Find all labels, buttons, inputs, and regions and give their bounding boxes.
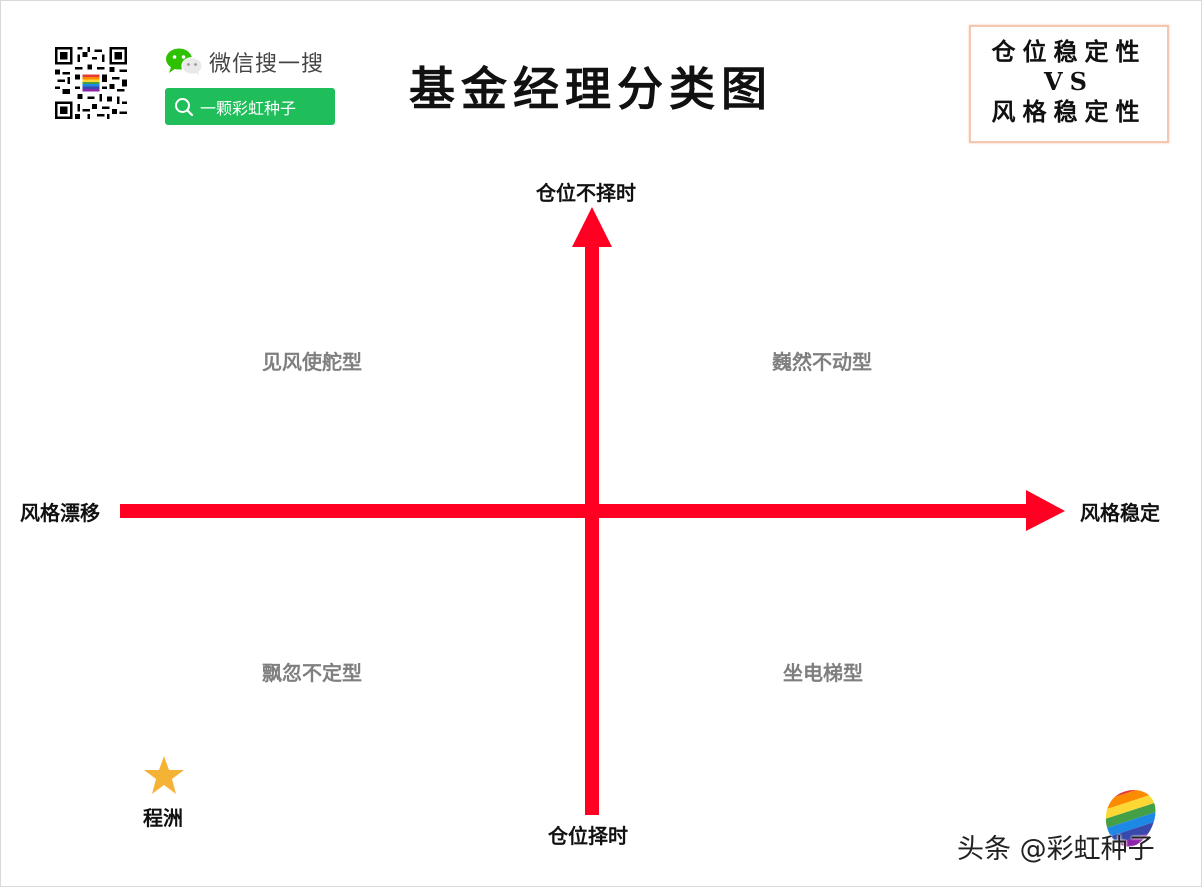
quadrant-label-top-left: 见风使舵型: [262, 350, 362, 374]
wechat-icon: [166, 48, 203, 76]
horizontal-axis-line: [120, 504, 1032, 518]
topic-line-1: 仓位稳定性: [991, 37, 1147, 66]
marker-label: 程洲: [143, 806, 183, 830]
quadrant-label-bottom-left: 飘忽不定型: [262, 661, 362, 685]
wechat-search-label: 微信搜一搜: [209, 52, 325, 77]
watermark-text: 头条 @彩虹种子: [957, 834, 1155, 865]
star-marker-icon: [144, 756, 184, 794]
search-icon: [175, 97, 194, 116]
axis-label-left: 风格漂移: [20, 501, 100, 525]
quadrant-label-bottom-right: 坐电梯型: [783, 661, 863, 685]
topic-line-2: VS: [1044, 67, 1094, 96]
axis-label-top: 仓位不择时: [536, 181, 636, 205]
wechat-search-box[interactable]: 一颗彩虹种子: [165, 88, 335, 125]
wechat-search-brand: 微信搜一搜: [165, 45, 324, 79]
rainbow-seed-logo-icon: [1099, 787, 1163, 849]
topic-line-3: 风格稳定性: [991, 97, 1147, 126]
axis-label-bottom: 仓位择时: [548, 824, 628, 848]
quadrant-label-top-right: 巍然不动型: [772, 350, 872, 374]
vertical-axis-line: [585, 241, 599, 815]
up-arrowhead: [572, 207, 612, 247]
qr-code-icon: [55, 47, 127, 119]
page-title: 基金经理分类图: [409, 62, 773, 116]
axis-label-right: 风格稳定: [1080, 501, 1160, 525]
topic-box: 仓位稳定性 VS 风格稳定性: [969, 25, 1169, 143]
right-arrowhead: [1026, 490, 1065, 531]
search-text: 一颗彩虹种子: [200, 98, 297, 118]
